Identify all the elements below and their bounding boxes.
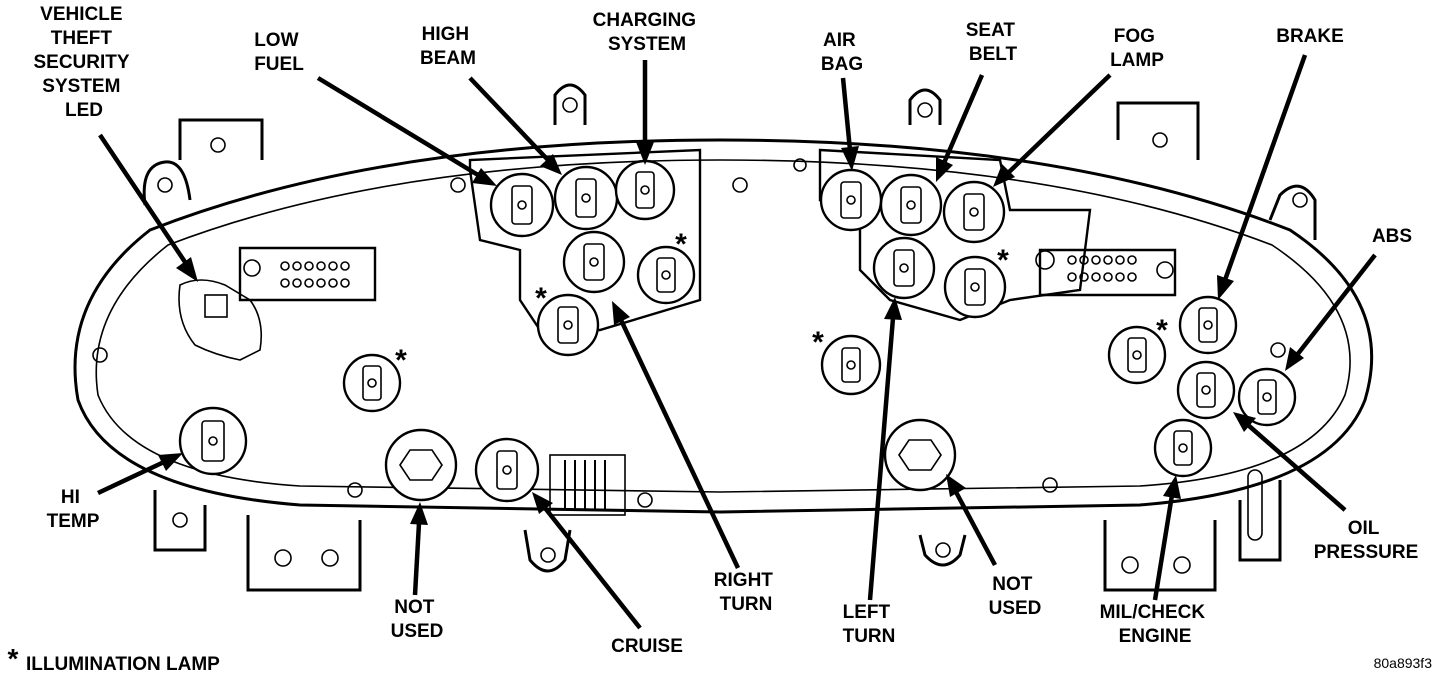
arrow-cruise: [532, 492, 642, 630]
socket-illumination-1: [636, 245, 696, 305]
socket-illumination-6: [1107, 325, 1167, 385]
star-3: *: [997, 244, 1009, 277]
label-right-turn: RIGHT TURN: [714, 570, 778, 615]
socket-not-used-left: [384, 428, 458, 502]
socket-not-used-right: [883, 418, 957, 492]
socket-oil-pressure: [1176, 360, 1236, 420]
arrow-seat-belt: [936, 74, 985, 182]
label-vehicle-theft: VEHICLE THEFT SECURITY SYSTEM LED: [33, 4, 134, 121]
legend: * ILLUMINATION LAMP: [8, 643, 221, 675]
label-seat-belt: SEAT BELT: [966, 20, 1021, 65]
label-not-used-right: NOT USED: [989, 574, 1042, 619]
socket-mil-check-engine: [1153, 418, 1213, 478]
arrow-high-beam: [468, 76, 562, 175]
socket-fog-lamp: [942, 180, 1006, 244]
arrow-vehicle-theft: [98, 133, 198, 282]
arrow-right-turn: [612, 301, 741, 569]
star-2: *: [535, 282, 547, 315]
arrow-brake: [1217, 54, 1308, 300]
socket-hi-temp: [178, 406, 248, 476]
circuit-boards: [92, 148, 1286, 516]
label-high-beam: HIGH BEAM: [420, 24, 476, 69]
socket-high-beam: [553, 165, 619, 231]
label-charging-system: CHARGING SYSTEM: [593, 10, 702, 55]
socket-right-turn: [562, 230, 626, 294]
star-6: *: [1156, 314, 1168, 347]
label-hi-temp: HI TEMP: [47, 487, 100, 532]
arrow-not-used-left: [410, 502, 428, 596]
arrow-hi-temp: [97, 453, 183, 496]
socket-charging-system: [614, 159, 676, 221]
star-4: *: [812, 326, 824, 359]
callout-arrows: [97, 54, 1377, 630]
arrow-air-bag: [840, 77, 859, 171]
label-not-used-left: NOT USED: [391, 597, 444, 642]
illumination-stars: * * * * * *: [395, 228, 1168, 377]
label-abs: ABS: [1372, 226, 1412, 247]
socket-illumination-3: [943, 255, 1007, 319]
arrow-oil-pressure: [1233, 412, 1347, 512]
socket-air-bag: [819, 168, 883, 232]
callout-labels: VEHICLE THEFT SECURITY SYSTEM LED LOW FU…: [33, 4, 1418, 657]
figure-id: 80a893f3: [1374, 655, 1433, 671]
label-fog-lamp: FOG LAMP: [1110, 26, 1164, 71]
arrow-mil-check-engine: [1152, 475, 1181, 601]
socket-illumination-4: [820, 334, 882, 396]
socket-left-turn: [872, 236, 936, 300]
label-air-bag: AIR BAG: [821, 30, 863, 75]
star-1: *: [675, 228, 687, 261]
socket-abs: [1237, 367, 1297, 427]
label-cruise: CRUISE: [611, 636, 683, 657]
bulb-sockets: [178, 159, 1297, 503]
label-left-turn: LEFT TURN: [843, 602, 896, 647]
label-low-fuel: LOW FUEL: [254, 30, 304, 75]
arrow-not-used-right: [946, 474, 997, 567]
socket-illumination-5: [342, 353, 402, 413]
star-5: *: [395, 344, 407, 377]
socket-illumination-2: [536, 293, 600, 357]
socket-low-fuel: [489, 172, 555, 238]
label-oil-pressure: OIL PRESSURE: [1314, 518, 1419, 563]
arrow-left-turn: [867, 297, 902, 601]
socket-cruise: [474, 437, 540, 503]
label-brake: BRAKE: [1276, 26, 1344, 47]
arrow-low-fuel: [316, 76, 497, 186]
label-mil-check-engine: MIL/CHECK ENGINE: [1100, 602, 1211, 647]
arrow-charging-system: [636, 60, 654, 165]
legend-text: ILLUMINATION LAMP: [26, 654, 220, 675]
arrow-fog-lamp: [993, 73, 1112, 187]
socket-seat-belt: [879, 173, 943, 237]
cluster-housing: [73, 83, 1374, 592]
socket-brake: [1178, 295, 1238, 355]
legend-symbol: *: [8, 643, 19, 674]
arrow-abs: [1285, 253, 1377, 371]
